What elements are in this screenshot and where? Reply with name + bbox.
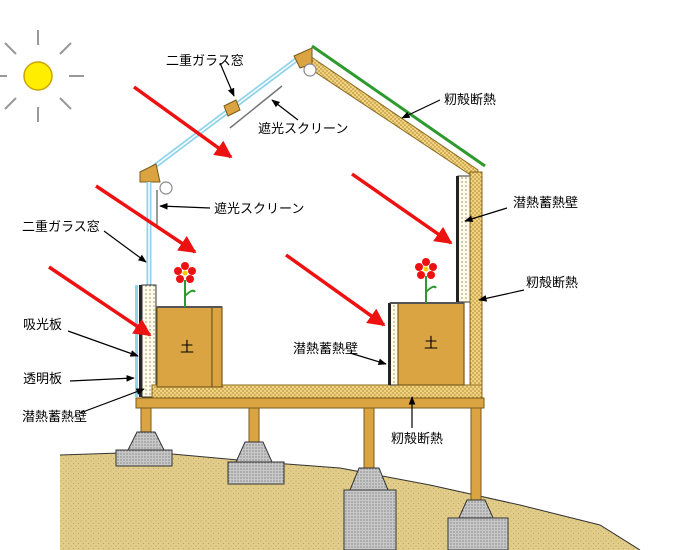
left-lower-wall [135,284,157,398]
label-transparent-panel: 透明板 [23,372,62,387]
glass-roof [145,52,306,174]
footings [115,431,509,550]
label-double-glass-window-top: 二重ガラス窓 [166,53,244,69]
flower-icon [174,262,196,307]
glass-wall-left [146,182,158,285]
sunlight-arrows [48,85,453,337]
floor-beam [135,397,485,409]
eave-frame [139,163,161,183]
label-soil-right: 土 [424,336,438,352]
planter-right [388,302,465,386]
roof-green-edge [311,44,486,168]
label-shade-screen-top: 遮光スクリーン [258,121,348,137]
label-shade-screen-mid: 遮光スクリーン [214,201,304,217]
label-soil-left: 土 [180,340,194,356]
screen-roller-mid [159,181,173,195]
screen-roller-top [303,63,317,77]
sun-icon [0,30,84,122]
flower-icon [415,258,437,303]
label-light-absorber: 吸光板 [23,318,62,333]
shade-screen-roof [229,85,283,129]
label-latent-heat-wall-right: 潜熱蓄熱壁 [513,196,578,211]
right-wall [456,171,483,399]
insulated-roof [299,51,479,181]
label-rice-husk-insulation-floor: 籾殻断熱 [391,432,443,447]
label-rice-husk-insulation-roof: 籾殻断熱 [444,93,496,108]
roof-mid-frame [223,99,241,117]
leader-lines [67,62,525,428]
label-latent-heat-wall-center: 潜熱蓄熱壁 [293,342,358,357]
label-double-glass-window-left: 二重ガラス窓 [22,219,100,235]
label-latent-heat-wall-left: 潜熱蓄熱壁 [22,410,87,425]
planter-left [156,306,223,388]
label-rice-husk-insulation-wall: 籾殻断熱 [526,276,578,291]
